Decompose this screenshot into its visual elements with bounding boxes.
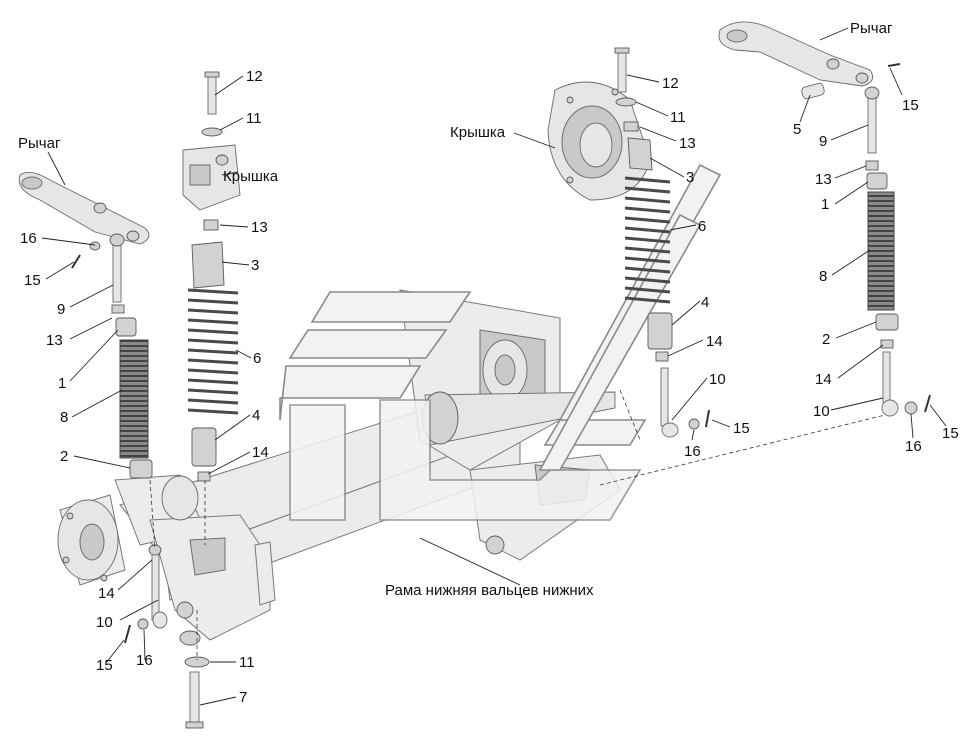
label-14: 14: [706, 333, 723, 350]
washer-16: [89, 241, 101, 251]
rod-10: [151, 549, 160, 621]
center-right-assembly: [547, 47, 710, 441]
label-15: 15: [942, 425, 959, 442]
label-13: 13: [46, 332, 63, 349]
label-15: 15: [733, 420, 750, 437]
cotter-pin-15: [71, 254, 81, 269]
watermark-logo: [279, 163, 722, 521]
label-15: 15: [96, 657, 113, 674]
label-14: 14: [98, 585, 115, 602]
label-3: 3: [251, 257, 259, 274]
label-9: 9: [57, 301, 65, 318]
label-frame: Рама нижняя вальцев нижних: [385, 582, 594, 599]
label-1: 1: [58, 375, 66, 392]
spring-6-right: [624, 176, 671, 304]
label-6: 6: [253, 350, 261, 367]
bolt-12: [207, 73, 217, 115]
cap-2: [129, 459, 153, 479]
label-15: 15: [902, 97, 919, 114]
label-11: 11: [246, 110, 262, 127]
bolt-12-right: [617, 49, 627, 93]
label-13: 13: [251, 219, 268, 236]
bellows-8: [119, 339, 149, 459]
label-6: 6: [698, 218, 706, 235]
label-11: 11: [239, 654, 255, 671]
label-lever-left: Рычаг: [18, 135, 61, 152]
cap-1: [115, 317, 137, 337]
bump-stop-3: [191, 241, 225, 289]
label-16: 16: [684, 443, 701, 460]
label-16: 16: [905, 438, 922, 455]
label-16: 16: [20, 230, 37, 247]
nut-13: [111, 304, 125, 314]
washer-11: [201, 127, 223, 137]
callout-labels: Рычаг 16 15 9 13 1 8 2 14 10 15 16 11 7 …: [18, 20, 959, 706]
bushing-4: [191, 427, 217, 467]
label-13: 13: [815, 171, 832, 188]
nut-14: [197, 471, 211, 482]
label-2: 2: [60, 448, 68, 465]
nut-13-left: [203, 219, 219, 231]
label-cover-right: Крышка: [450, 124, 506, 141]
label-12: 12: [662, 75, 679, 92]
label-15: 15: [24, 272, 41, 289]
label-10: 10: [709, 371, 726, 388]
label-lever-right: Рычаг: [850, 20, 893, 37]
right-cover: [547, 81, 651, 201]
label-4: 4: [252, 407, 260, 424]
label-10: 10: [813, 403, 830, 420]
rod-9: [112, 239, 122, 303]
label-11: 11: [670, 109, 686, 126]
left-cover: [182, 144, 241, 211]
label-3: 3: [686, 169, 694, 186]
label-9: 9: [819, 133, 827, 150]
label-7: 7: [239, 689, 247, 706]
left-lever: [18, 171, 150, 245]
label-5: 5: [793, 121, 801, 138]
left-assembly: [18, 71, 241, 729]
label-13: 13: [679, 135, 696, 152]
bolt-7: [189, 671, 200, 725]
label-4: 4: [701, 294, 709, 311]
label-8: 8: [60, 409, 68, 426]
label-1: 1: [821, 196, 829, 213]
label-14: 14: [815, 371, 832, 388]
label-16: 16: [136, 652, 153, 669]
spring-6: [187, 288, 239, 415]
label-14: 14: [252, 444, 269, 461]
far-right-assembly: [599, 21, 931, 486]
label-cover-left: Крышка: [223, 168, 279, 185]
label-12: 12: [246, 68, 263, 85]
label-10: 10: [96, 614, 113, 631]
right-lever: [718, 21, 874, 87]
label-2: 2: [822, 331, 830, 348]
label-8: 8: [819, 268, 827, 285]
leader-lines: [41, 27, 947, 706]
